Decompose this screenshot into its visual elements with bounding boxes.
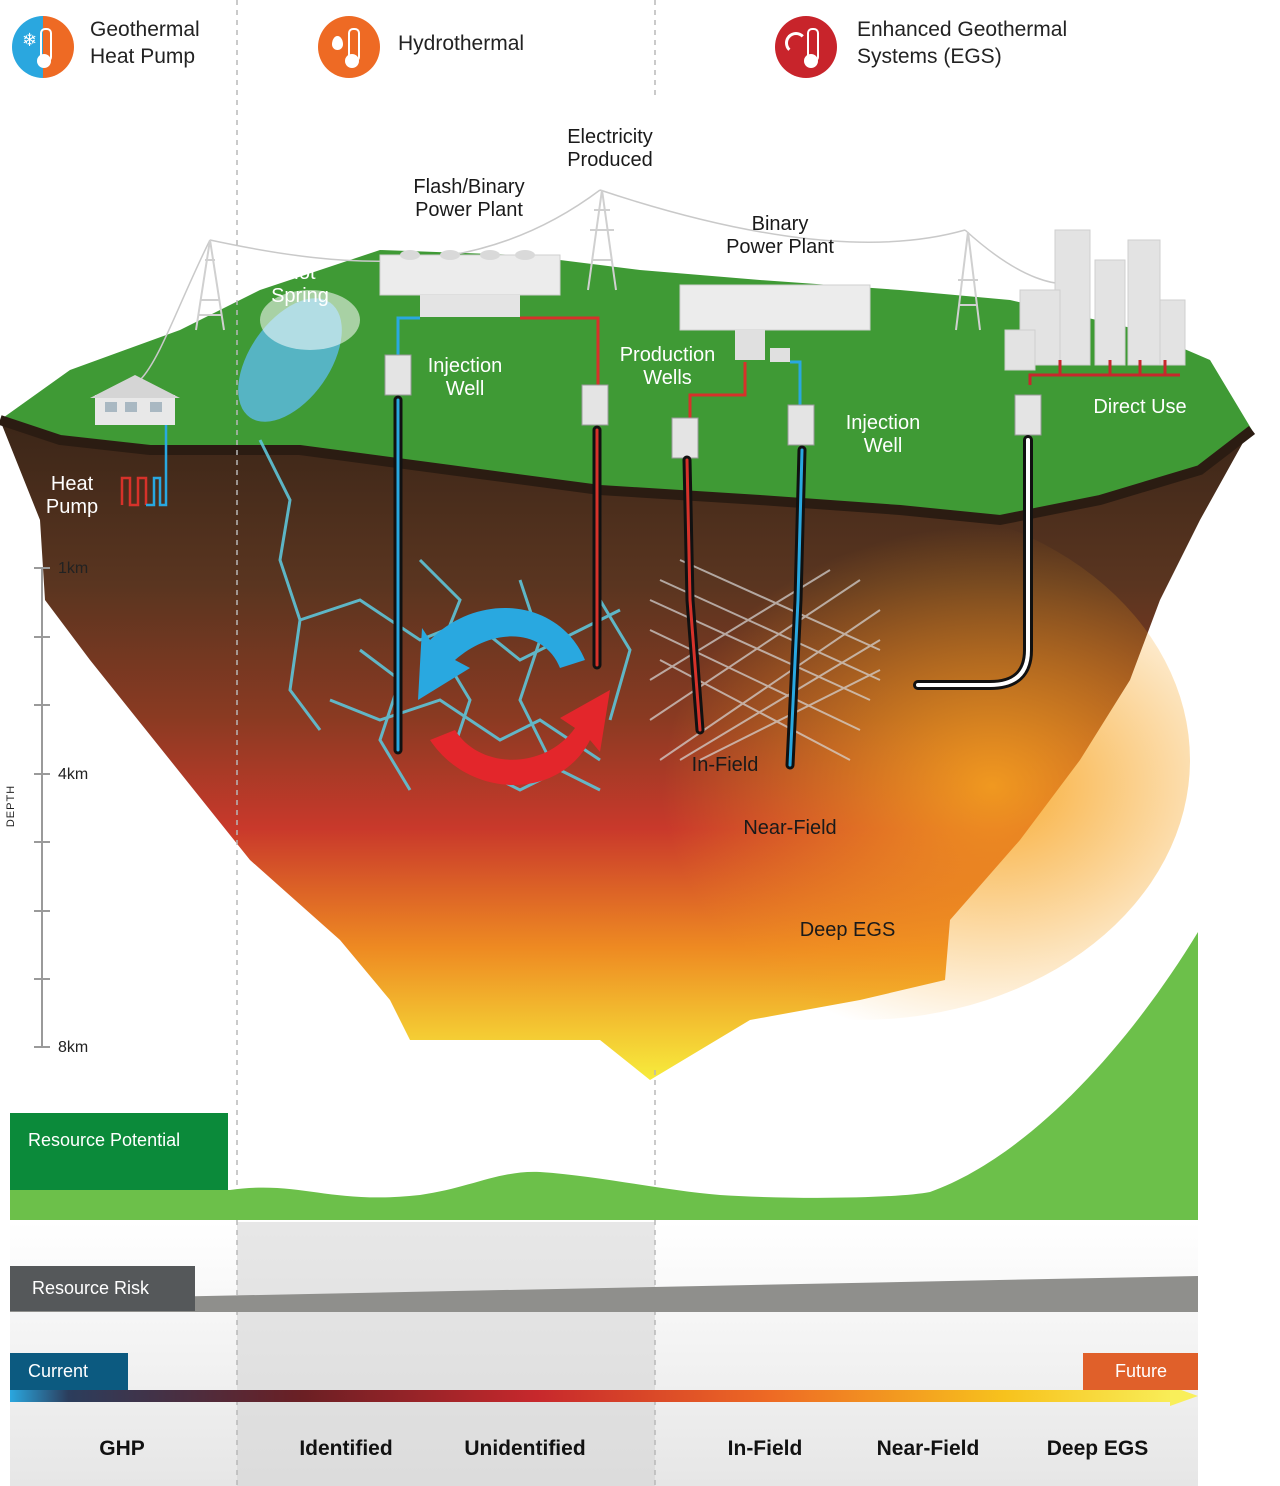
thermometer-drop-icon [318, 16, 380, 78]
future-tab [1083, 1353, 1198, 1390]
snowflake-glyph: ❄ [22, 30, 38, 50]
deep-egs-zone-label: Deep EGS [799, 919, 896, 941]
hot-spring-steam [260, 290, 360, 350]
resource-potential-label: Resource Potential [28, 1129, 181, 1150]
production-wells-line2: Wells [643, 367, 692, 389]
electricity-line2: Produced [567, 149, 653, 171]
production-wells-label: Production Wells [605, 344, 730, 390]
depth-tick-4km: 4km [58, 766, 89, 783]
thermometer-waves-icon [775, 16, 837, 78]
resource-potential-tab [10, 1113, 228, 1190]
pylon-left [195, 239, 225, 331]
hot-spring-label: Hot Spring [255, 262, 345, 308]
production-wells-line1: Production [619, 344, 716, 366]
cold-flow-arrow [418, 607, 585, 700]
hydrothermal-zone-shade [237, 1222, 655, 1486]
egs-header-line2: Systems (EGS) [857, 45, 1002, 68]
binary-power-plant [679, 284, 871, 362]
hot-flow-arrow [430, 690, 610, 785]
electricity-produced-label: Electricity Produced [540, 126, 680, 172]
flash-line1: Flash/Binary [413, 176, 525, 198]
category-ghp: GHP [99, 1437, 145, 1460]
flash-line2: Power Plant [415, 199, 523, 221]
injection-well-line1: Injection [427, 355, 503, 377]
waves-glyph [785, 32, 807, 54]
house [90, 375, 180, 425]
thermometer-snowflake-icon: ❄ [12, 16, 74, 78]
city-skyline [1004, 229, 1186, 371]
flash-binary-power-plant [379, 250, 561, 317]
egs-header-label: Enhanced Geothermal Systems (EGS) [857, 16, 1067, 70]
depth-tick-8km: 8km [58, 1039, 89, 1056]
egs-header-line1: Enhanced Geothermal [857, 18, 1068, 41]
ghp-header-line1: Geothermal [90, 18, 200, 41]
injection-well-b-line1: Injection [845, 412, 921, 434]
future-label: Future [1115, 1361, 1168, 1381]
depth-axis-title: DEPTH [5, 784, 18, 828]
heat-pump-line1: Heat [50, 473, 94, 495]
category-unidentified: Unidentified [464, 1437, 586, 1460]
injection-well-label: Injection Well [410, 355, 520, 401]
pylon-right [955, 231, 981, 331]
heat-pump-loop [120, 425, 168, 507]
binary-plant-label: Binary Power Plant [710, 213, 850, 259]
resource-risk-label: Resource Risk [32, 1278, 150, 1298]
boreholes [393, 395, 1033, 770]
depth-tick-1km: 1km [58, 560, 89, 577]
injection-well-b-line2: Well [863, 435, 903, 457]
direct-use-label: Direct Use [1093, 396, 1187, 418]
hydrothermal-header-label: Hydrothermal [398, 32, 525, 55]
near-field-zone-label: Near-Field [743, 817, 837, 839]
egs-heat-glow [530, 500, 1190, 1020]
surface-pipes [396, 316, 1180, 420]
heat-pump-line2: Pump [45, 496, 99, 518]
flash-binary-plant-label: Flash/Binary Power Plant [388, 176, 550, 222]
timeline-arrow-shaft [10, 1390, 1180, 1402]
drop-glyph [332, 36, 343, 50]
electricity-line1: Electricity [567, 126, 653, 148]
resource-potential-curve [10, 932, 1198, 1220]
binary-line1: Binary [751, 213, 809, 235]
category-in-field: In-Field [727, 1437, 803, 1460]
current-label: Current [28, 1361, 89, 1381]
ghp-header-line2: Heat Pump [90, 45, 196, 68]
injection-well-line2: Well [445, 378, 485, 400]
category-deep-egs: Deep EGS [1046, 1437, 1149, 1460]
pylon-center [587, 189, 617, 291]
injection-well-b-label: Injection Well [828, 412, 938, 458]
soil-edge [0, 415, 1256, 526]
depth-axis [34, 567, 50, 1048]
in-field-zone-label: In-Field [691, 754, 759, 776]
resource-risk-tab [10, 1266, 195, 1311]
section-dividers [236, 0, 656, 1486]
binary-line2: Power Plant [726, 236, 834, 258]
heat-pump-label: Heat Pump [32, 473, 112, 519]
current-tab [10, 1353, 128, 1390]
hot-spring-line2: Spring [271, 285, 329, 307]
category-near-field: Near-Field [876, 1437, 980, 1460]
hot-spring-line1: Hot [284, 262, 316, 284]
resource-risk-wedge [10, 1276, 1198, 1312]
ghp-header-label: Geothermal Heat Pump [90, 16, 200, 70]
wellheads [384, 354, 1042, 459]
timeline-arrow-head [1170, 1386, 1198, 1406]
category-identified: Identified [299, 1437, 393, 1460]
